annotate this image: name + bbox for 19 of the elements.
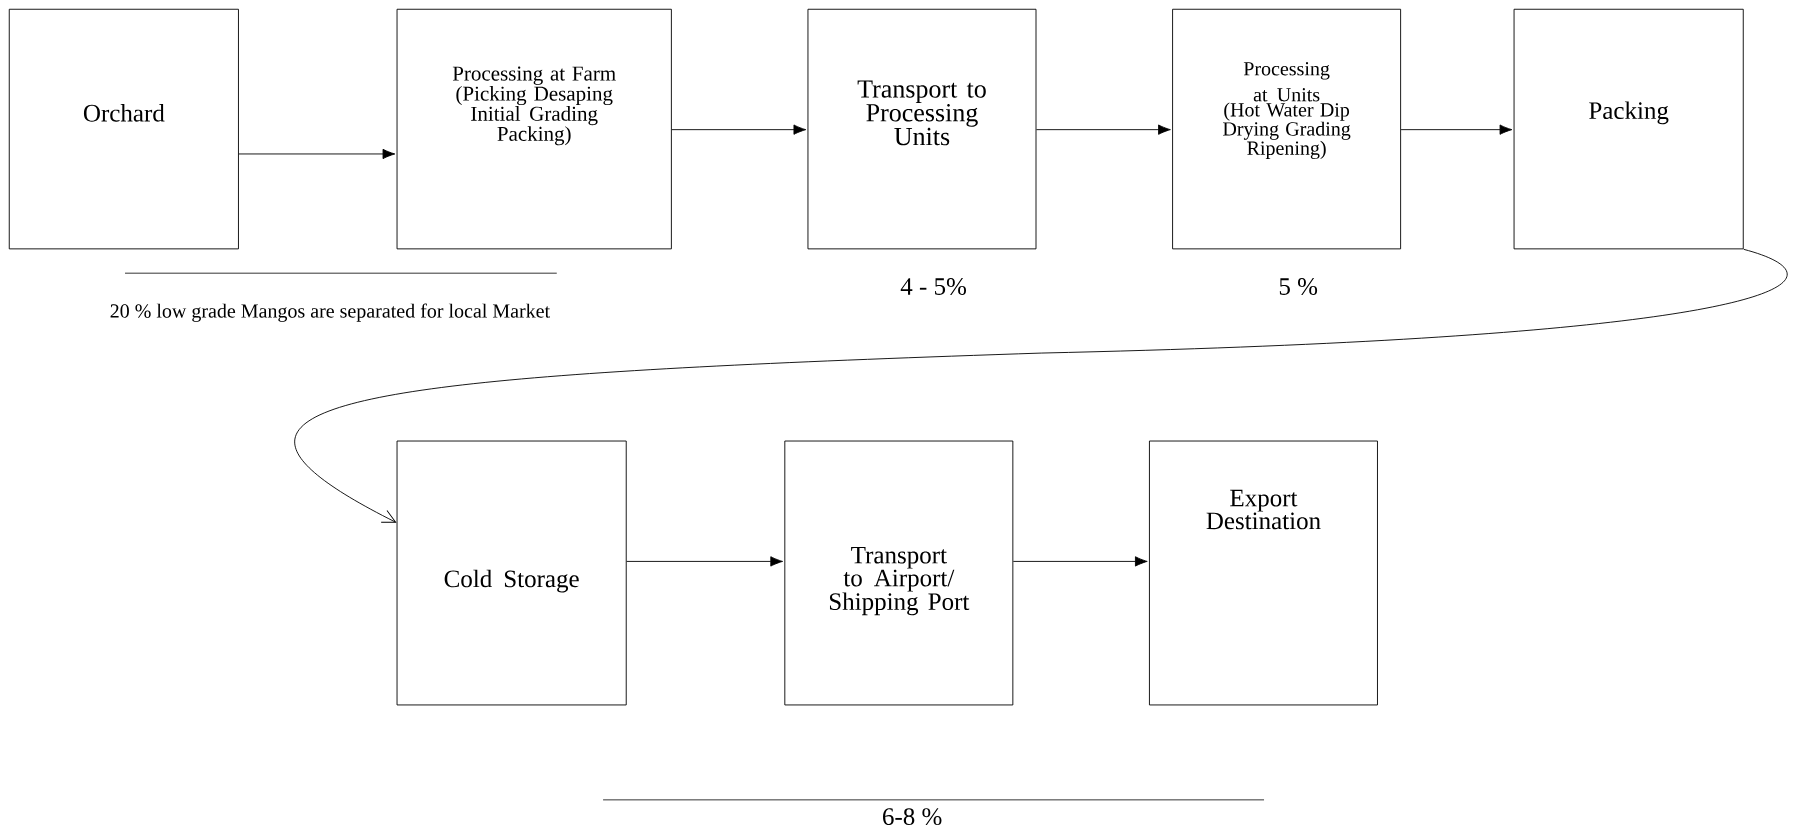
- arrow: [671, 124, 807, 135]
- curved-arrow: [294, 248, 1788, 523]
- arrow: [1012, 556, 1148, 567]
- process-box: Packing: [1513, 8, 1744, 250]
- arrow: [626, 556, 784, 567]
- process-box: Orchard: [8, 8, 239, 250]
- note-text: 20 % low grade Mangos are separated for local Market: [110, 303, 550, 322]
- percentage-label: 4 - 5%: [900, 278, 966, 295]
- arrow: [1400, 124, 1513, 135]
- arrow: [238, 148, 396, 160]
- process-box: Transport to Airport/ Shipping Port: [784, 440, 1014, 706]
- process-box: Transport to Processing Units: [807, 8, 1037, 250]
- process-box: Processing at Units (Hot Water Dip Drying Grading Ripening): [1172, 8, 1402, 250]
- process-box: Processing at Farm (Picking Desaping Initial Grading Packing): [396, 8, 672, 250]
- percentage-label: 5 %: [1279, 278, 1318, 295]
- arrow: [1036, 124, 1171, 135]
- process-box: Export Destination: [1149, 440, 1378, 706]
- process-box: Cold Storage: [396, 440, 627, 706]
- percentage-label: 6-8 %: [883, 808, 942, 826]
